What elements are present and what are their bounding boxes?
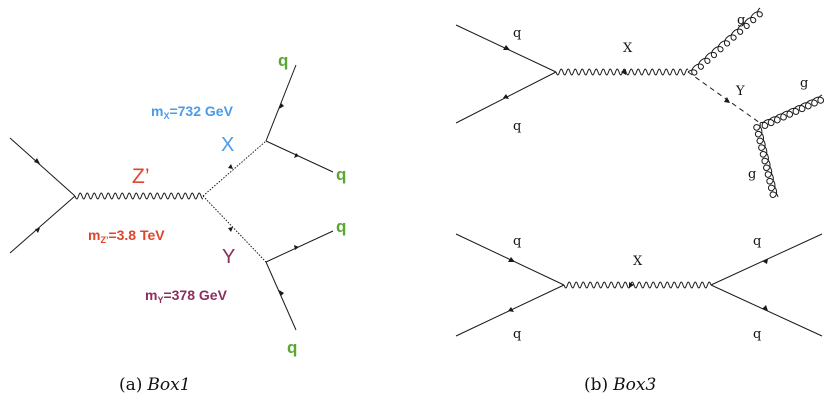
outgoing-quark-line bbox=[265, 140, 334, 173]
quark-label: q bbox=[287, 338, 297, 357]
gluon-label: g bbox=[800, 76, 808, 91]
arrow-marker bbox=[34, 158, 40, 164]
quark-label: q bbox=[278, 51, 288, 70]
panel-b-top-diagram: q q X Y g g g bbox=[455, 7, 825, 199]
quark-label: q bbox=[336, 217, 346, 236]
arrow-marker bbox=[629, 282, 634, 288]
arrow-marker bbox=[294, 245, 299, 250]
quark-label: q bbox=[753, 327, 761, 342]
incoming-quark-line-lower bbox=[9, 195, 76, 254]
gluon-label: g bbox=[748, 167, 756, 182]
caption-b: (b)Box3 bbox=[584, 375, 656, 395]
x-propagator-wavy bbox=[563, 281, 712, 289]
x-label: X bbox=[633, 254, 643, 269]
arrow-marker bbox=[279, 290, 284, 296]
quark-label: q bbox=[753, 234, 761, 249]
gluon-line bbox=[753, 122, 779, 199]
caption-a: (a)Box1 bbox=[119, 375, 191, 395]
arrow-marker bbox=[762, 305, 768, 311]
y-label: Y bbox=[735, 84, 745, 99]
quark-label: q bbox=[513, 26, 521, 41]
arrow-marker bbox=[228, 227, 233, 232]
z-prime-label: Z’ bbox=[132, 165, 150, 188]
panel-a-diagram: q q q q Z’ mZ’=3.8 TeV X mX=732 GeV Y mY… bbox=[9, 51, 346, 357]
gluon-line bbox=[687, 7, 763, 76]
outgoing-quark-line bbox=[265, 230, 334, 263]
panel-b-bottom-diagram: q q X q q bbox=[455, 233, 823, 342]
z-prime-propagator bbox=[74, 192, 203, 200]
y-mass-label: mY=378 GeV bbox=[145, 287, 228, 305]
y-label: Y bbox=[222, 246, 235, 268]
y-propagator-dashed bbox=[687, 71, 761, 124]
x-label: X bbox=[623, 41, 633, 56]
arrow-marker bbox=[508, 257, 515, 262]
y-propagator-line bbox=[202, 195, 267, 263]
arrow-marker bbox=[279, 103, 284, 109]
arrow-marker bbox=[35, 228, 40, 233]
arrow-marker bbox=[724, 97, 730, 103]
gluon-line bbox=[759, 94, 825, 129]
arrow-marker bbox=[762, 259, 768, 264]
incoming-quark-line-upper bbox=[9, 137, 76, 197]
x-mass-label: mX=732 GeV bbox=[151, 103, 234, 121]
arrow-marker bbox=[508, 307, 514, 312]
arrow-marker bbox=[294, 153, 299, 158]
quark-label: q bbox=[336, 165, 346, 184]
x-propagator-line bbox=[202, 140, 267, 197]
x-propagator-wavy bbox=[555, 68, 689, 76]
quark-label: q bbox=[513, 327, 521, 342]
arrow-marker bbox=[621, 69, 626, 75]
arrow-marker bbox=[228, 164, 233, 169]
gluon-label: g bbox=[737, 13, 745, 28]
arrow-marker bbox=[503, 94, 509, 99]
x-label: X bbox=[221, 134, 234, 156]
quark-label: q bbox=[513, 234, 521, 249]
z-prime-mass-label: mZ’=3.8 TeV bbox=[88, 227, 165, 245]
quark-label: q bbox=[513, 119, 521, 134]
arrow-marker bbox=[503, 45, 510, 50]
